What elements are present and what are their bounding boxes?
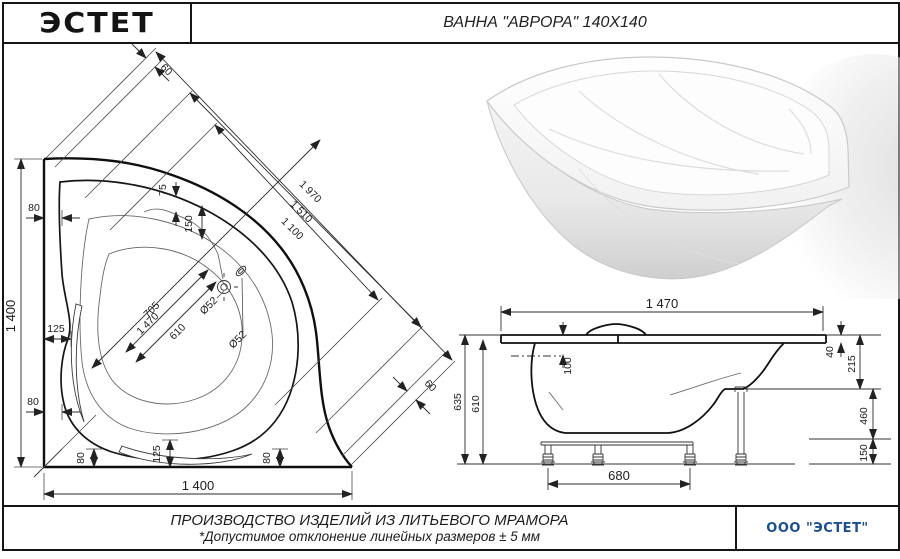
drawing-title: ВАННА "АВРОРА" 140X140 bbox=[443, 14, 647, 31]
footer-company-cell: ООО "ЭСТЕТ" bbox=[737, 507, 898, 549]
side-view-drawing: 1 470 635 610 100 40 215 460 150 680 bbox=[453, 296, 891, 490]
rim-hump bbox=[585, 323, 647, 336]
title-block: ЭСТЕТ ВАННА "АВРОРА" 140X140 bbox=[4, 4, 898, 44]
ext-line bbox=[54, 59, 163, 168]
dim-label-80-bottom: 80 bbox=[27, 396, 39, 408]
footer-tolerance-line: *Допустимое отклонение линейных размеров… bbox=[198, 529, 541, 544]
dim-label-460: 460 bbox=[858, 407, 870, 425]
dim-label-60-top: 60 bbox=[158, 62, 175, 79]
frame-legs bbox=[541, 386, 748, 466]
bowl-facet-lines bbox=[548, 73, 805, 175]
dim-label-80-top: 80 bbox=[28, 202, 40, 214]
body-crease bbox=[578, 168, 740, 265]
ext-line bbox=[84, 90, 193, 199]
dim-label-1970: 1 970 bbox=[297, 178, 324, 205]
ext-line bbox=[109, 122, 218, 231]
dim-label-215: 215 bbox=[846, 355, 858, 373]
dim-label-680: 680 bbox=[608, 468, 630, 483]
dim-line-610 bbox=[135, 281, 217, 363]
sheet-frame: ЭСТЕТ ВАННА "АВРОРА" 140X140 bbox=[2, 2, 900, 551]
drain-symbol bbox=[210, 273, 238, 301]
frame-rail bbox=[540, 441, 694, 446]
leader-line bbox=[241, 277, 244, 333]
armrest-bottom bbox=[118, 445, 253, 465]
footer-block: ПРОИЗВОДСТВО ИЗДЕЛИЙ ИЗ ЛИТЬЕВОГО МРАМОР… bbox=[4, 505, 898, 549]
dim-line-705 bbox=[125, 269, 209, 353]
dim-label-125-left: 125 bbox=[47, 323, 65, 335]
tub-bowl-edge bbox=[513, 70, 830, 196]
ext-lines bbox=[457, 306, 891, 490]
dim-label-1470-side: 1 470 bbox=[646, 296, 679, 311]
dim-arrow bbox=[131, 44, 147, 59]
dim-label-150: 150 bbox=[183, 215, 195, 233]
tub-body bbox=[486, 100, 843, 280]
dim-label-1400-left: 1 400 bbox=[4, 300, 18, 333]
footer-left-cell: ПРОИЗВОДСТВО ИЗДЕЛИЙ ИЗ ЛИТЬЕВОГО МРАМОР… bbox=[4, 507, 737, 549]
dim-label-125-b: 125 bbox=[151, 445, 163, 463]
dim-arrow bbox=[154, 66, 170, 82]
ext-line bbox=[45, 47, 157, 159]
dim-label-610: 610 bbox=[167, 321, 188, 342]
dim-label-overflow-dia: Ø52 bbox=[227, 329, 250, 352]
ext-line bbox=[43, 414, 97, 468]
footer-company: ООО "ЭСТЕТ" bbox=[766, 520, 869, 536]
leader-line bbox=[216, 290, 225, 299]
footer-production-line: ПРОИЗВОДСТВО ИЗДЕЛИЙ ИЗ ЛИТЬЕВОГО МРАМОР… bbox=[170, 512, 569, 529]
ext-line bbox=[315, 325, 424, 434]
logo: ЭСТЕТ bbox=[4, 4, 192, 42]
dim-label-80-b1: 80 bbox=[75, 452, 87, 464]
dim-label-610-side: 610 bbox=[470, 395, 482, 413]
dim-label-1400-bottom: 1 400 bbox=[182, 478, 215, 493]
dim-label-80-b2: 80 bbox=[261, 452, 273, 464]
logo-text: ЭСТЕТ bbox=[39, 6, 155, 40]
bowl-highlight bbox=[788, 108, 812, 155]
dim-arrow bbox=[415, 399, 431, 415]
ext-line bbox=[350, 360, 456, 466]
drawing-area: 1 970 1 510 1 100 60 60 1 470 705 610 bbox=[4, 44, 900, 505]
dim-label-635: 635 bbox=[453, 393, 464, 411]
dim-label-drain-dia: Ø52 bbox=[198, 295, 221, 318]
bowl-contour-inner bbox=[97, 246, 243, 405]
rim-plate bbox=[500, 334, 827, 344]
tub-profile bbox=[530, 342, 785, 434]
ext-line bbox=[341, 351, 447, 457]
product-photo bbox=[486, 54, 900, 299]
profile-contours bbox=[548, 372, 742, 411]
dim-arrow bbox=[392, 376, 408, 392]
dim-label-75: 75 bbox=[157, 184, 169, 196]
dim-label-40: 40 bbox=[824, 346, 836, 358]
ext-line bbox=[274, 297, 383, 406]
drawing-title-cell: ВАННА "АВРОРА" 140X140 bbox=[192, 4, 898, 42]
dim-label-100: 100 bbox=[562, 357, 574, 375]
plan-inner-rim bbox=[58, 179, 299, 461]
plan-view-drawing: 1 970 1 510 1 100 60 60 1 470 705 610 bbox=[4, 44, 456, 500]
dim-label-150-side: 150 bbox=[858, 444, 870, 462]
